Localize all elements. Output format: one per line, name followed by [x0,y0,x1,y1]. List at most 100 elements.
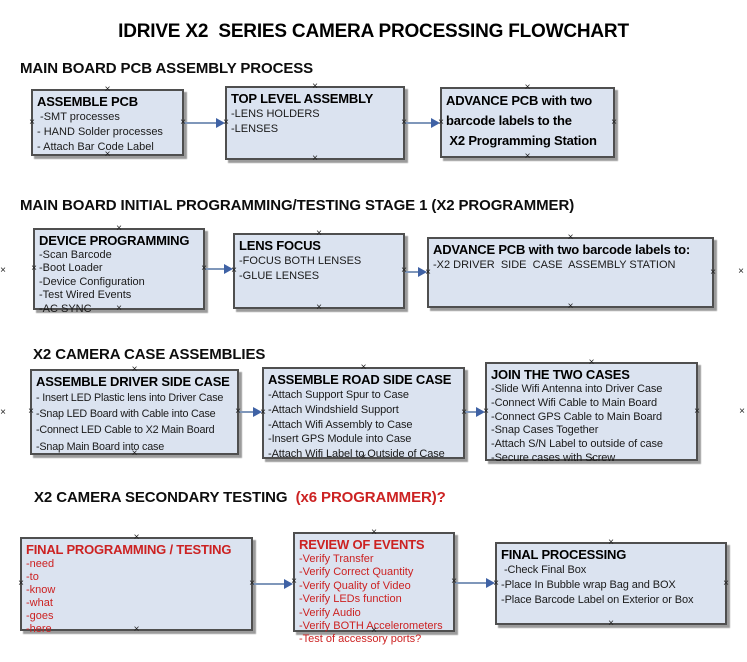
connection-handle-icon: × [371,527,377,538]
flow-box-title: TOP LEVEL ASSEMBLY [231,91,374,106]
flow-box-item: -X2 DRIVER SIDE CASE ASSEMBLY STATION [433,259,676,271]
flow-box-item: - HAND Solder processes [37,126,163,138]
connection-handle-icon: × [312,153,318,164]
flow-box-item: -LENSES [231,123,279,135]
flow-box-lens-focus: LENS FOCUS -FOCUS BOTH LENSES-GLUE LENSE… [231,229,407,313]
connection-handle-icon: × [291,576,297,587]
connection-handle-icon: × [316,228,322,239]
flow-arrow [205,264,233,274]
flow-box-advance-pcb-driver-side: ADVANCE PCB with two barcode labels to: … [425,233,716,312]
flow-box-final-programming-testing: FINAL PROGRAMMING / TESTING -need-to-kno… [18,533,255,636]
flow-box-items: barcode labels to the X2 Programming Sta… [446,111,609,151]
flow-box-item: -GLUE LENSES [239,270,320,282]
flow-box-title: ASSEMBLE DRIVER SIDE CASE [36,374,230,389]
connection-handle-icon: × [588,454,595,465]
flow-box-assemble-driver-side-case: ASSEMBLE DRIVER SIDE CASE - Insert LED P… [28,365,241,459]
flow-box-items: -LENS HOLDERS -LENSES [231,107,399,137]
flow-box-item: - Insert LED Plastic lens into Driver Ca… [36,392,224,404]
connection-handle-icon: × [451,576,457,587]
connection-handle-icon: × [133,532,140,543]
connection-handle-icon: × [738,266,744,277]
connection-handle-icon: × [316,302,322,313]
flow-box-items: -Verify Transfer-Verify Correct Quantity… [299,553,449,647]
flow-box-items: -need-to-know-what-goes-here [26,558,247,636]
flow-box-item: -what [26,597,53,609]
section-header-text: MAIN BOARD INITIAL PROGRAMMING/TESTING S… [20,197,575,214]
flow-box-item: -Connect GPS Cable to Main Board [491,410,663,423]
flow-box-title: DEVICE PROGRAMMING [39,233,190,248]
flow-box-item: -Test Wired Events [39,289,132,302]
connection-handle-icon: × [371,625,377,636]
connection-handle-icon: × [723,577,729,589]
arrow-head-icon [284,579,293,589]
section-header-text: MAIN BOARD PCB ASSEMBLY PROCESS [20,60,314,77]
flow-box-assemble-road-side-case: ASSEMBLE ROAD SIDE CASE -Attach Support … [260,363,467,463]
flow-box-item: -Verify BOTH Accelerometers [299,620,443,633]
connection-handle-icon: × [180,116,186,128]
flow-box-item: -Place In Bubble wrap Bag and BOX [501,579,676,591]
flow-box-title: ASSEMBLE ROAD SIDE CASE [268,372,452,387]
flow-box-items: -Check Final Box-Place In Bubble wrap Ba… [501,563,721,608]
flow-box-item: -Attach Wifi Assembly to Case [268,418,413,431]
flow-box-item: -Verify Quality of Video [299,579,411,592]
section-header-case-assemblies: X2 CAMERA CASE ASSEMBLIES [33,346,265,363]
flow-box-item: -here [26,623,52,635]
flow-box-title: JOIN THE TWO CASES [491,367,630,382]
flow-box-item: X2 Programming Station [446,133,597,148]
flow-box-item: - Attach Bar Code Label [37,141,154,153]
flow-box-item: -Snap Cases Together [491,424,599,437]
connection-handle-icon: × [29,116,35,128]
flow-box-item: -Connect LED Cable to X2 Main Board [36,424,215,437]
connection-handle-icon: × [131,448,138,459]
flow-box-item: -need [26,558,55,570]
flow-box-item: -Device Configuration [39,275,145,288]
flow-box-item: -SMT processes [37,111,120,123]
connection-handle-icon: × [524,151,531,162]
arrow-head-icon [224,264,233,274]
connection-handle-icon: × [438,116,444,128]
flow-box-item: -Verify Transfer [299,553,374,565]
connection-handle-icon: × [710,266,716,278]
section-header-secondary-testing: X2 CAMERA SECONDARY TESTING (x6 PROGRAMM… [34,489,446,506]
connection-handle-icon: × [608,537,614,548]
section-header-text: X2 CAMERA CASE ASSEMBLIES [33,346,266,363]
flow-box-items: -Slide Wifi Antenna into Driver Case-Con… [491,383,692,466]
connection-handle-icon: × [31,263,37,274]
flow-box-top-level-assembly: TOP LEVEL ASSEMBLY -LENS HOLDERS-LENSES … [223,82,407,164]
flow-box-item: -Attach Windshield Support [268,403,399,416]
connection-handle-icon: × [131,364,138,375]
flow-box-title: ADVANCE PCB with two [446,93,592,108]
arrow-line [465,411,480,413]
flow-box-device-programming: DEVICE PROGRAMMING -Scan Barcode-Boot Lo… [31,224,207,315]
page-title: IDRIVE X2 SERIES CAMERA PROCESSING FLOWC… [118,21,629,42]
arrow-line [405,122,435,124]
flow-box-item: -Verify Correct Quantity [299,566,414,579]
connection-handle-icon: × [116,303,122,314]
connection-handle-icon: × [588,357,595,368]
flow-box-item: -Attach S/N Label to outside of case [491,438,663,451]
arrow-line [184,122,220,124]
connection-handle-icon: × [104,149,111,160]
flow-box-final-processing: FINAL PROCESSING -Check Final Box-Place … [493,538,729,629]
flow-box-items: -FOCUS BOTH LENSES-GLUE LENSES [239,254,399,284]
flow-arrow [239,407,262,417]
arrow-head-icon [476,407,485,417]
arrow-head-icon [253,407,262,417]
connection-handle-icon: × [0,407,6,418]
flow-box-item: -LENS HOLDERS [231,108,320,120]
connection-handle-icon: × [104,84,111,95]
flow-box-title: FINAL PROGRAMMING / TESTING [26,542,232,557]
flow-box-items: - Insert LED Plastic lens into Driver Ca… [36,390,233,455]
flow-box-items: -Scan Barcode-Boot Loader-Device Configu… [39,249,199,316]
arrow-head-icon [486,578,495,588]
connection-handle-icon: × [524,82,531,93]
connection-handle-icon: × [312,81,318,92]
flow-box-title: ASSEMBLE PCB [37,94,138,109]
connection-handle-icon: × [425,266,431,278]
flow-box-item: -Snap Main Board into case [36,440,165,453]
arrow-line [405,271,422,273]
connection-handle-icon: × [249,578,255,589]
flow-box-title: ADVANCE PCB with two barcode labels to: [433,242,691,257]
flow-box-review-of-events: REVIEW OF EVENTS -Verify Transfer-Verify… [291,528,457,646]
